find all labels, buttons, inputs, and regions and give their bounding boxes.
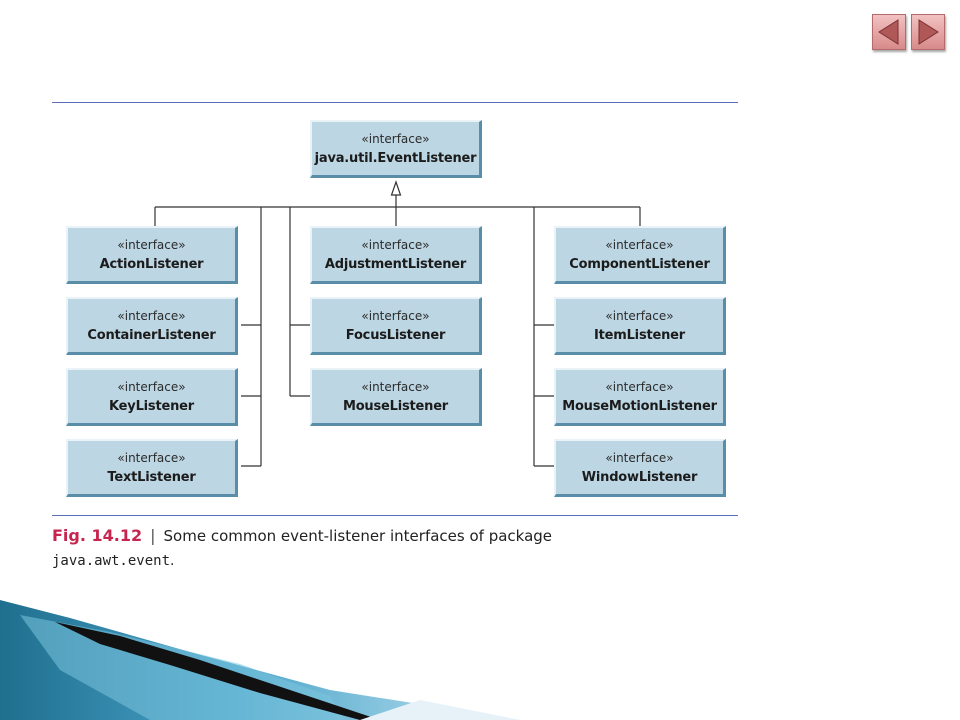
previous-slide-button[interactable] bbox=[872, 14, 906, 50]
caption-period: . bbox=[170, 553, 175, 569]
stereotype-label: «interface» bbox=[605, 238, 674, 252]
decorative-swoosh-graphic bbox=[0, 600, 520, 720]
interface-box-mouselistener: «interface» MouseListener bbox=[310, 368, 482, 426]
interface-box-eventlistener: «interface» java.util.EventListener bbox=[310, 120, 482, 178]
interface-box-actionlistener: «interface» ActionListener bbox=[66, 226, 238, 284]
figure-bottom-rule bbox=[52, 515, 738, 516]
stereotype-label: «interface» bbox=[117, 451, 186, 465]
interface-box-mousemotionlistener: «interface» MouseMotionListener bbox=[554, 368, 726, 426]
triangle-left-icon bbox=[878, 19, 899, 45]
interface-name: ActionListener bbox=[99, 257, 204, 272]
caption-separator: | bbox=[150, 526, 156, 545]
interface-box-containerlistener: «interface» ContainerListener bbox=[66, 297, 238, 355]
interface-box-focuslistener: «interface» FocusListener bbox=[310, 297, 482, 355]
figure-caption: Fig. 14.12 | Some common event-listener in… bbox=[52, 524, 752, 573]
interface-name: ItemListener bbox=[593, 328, 685, 343]
stereotype-label: «interface» bbox=[361, 132, 430, 146]
interface-box-itemlistener: «interface» ItemListener bbox=[554, 297, 726, 355]
stereotype-label: «interface» bbox=[605, 309, 674, 323]
interface-name: java.util.EventListener bbox=[314, 151, 477, 166]
interface-name: WindowListener bbox=[581, 470, 698, 485]
interface-box-adjustmentlistener: «interface» AdjustmentListener bbox=[310, 226, 482, 284]
interface-name: AdjustmentListener bbox=[324, 257, 467, 272]
interface-name: FocusListener bbox=[345, 328, 446, 343]
caption-text: Some common event-listener interfaces of… bbox=[163, 527, 553, 545]
interface-box-componentlistener: «interface» ComponentListener bbox=[554, 226, 726, 284]
stereotype-label: «interface» bbox=[605, 380, 674, 394]
figure-top-rule bbox=[52, 102, 738, 103]
stereotype-label: «interface» bbox=[117, 309, 186, 323]
caption-second-line: java.awt.event. bbox=[52, 548, 752, 573]
stereotype-label: «interface» bbox=[117, 380, 186, 394]
interface-name: KeyListener bbox=[109, 399, 194, 414]
stereotype-label: «interface» bbox=[117, 238, 186, 252]
generalization-arrowhead bbox=[390, 180, 402, 196]
interface-box-keylistener: «interface» KeyListener bbox=[66, 368, 238, 426]
interface-box-textlistener: «interface» TextListener bbox=[66, 439, 238, 497]
interface-box-windowlistener: «interface» WindowListener bbox=[554, 439, 726, 497]
caption-package-name: java.awt.event bbox=[52, 553, 171, 569]
interface-name: MouseMotionListener bbox=[562, 399, 717, 414]
next-slide-button[interactable] bbox=[911, 14, 945, 50]
stereotype-label: «interface» bbox=[361, 238, 430, 252]
interface-name: MouseListener bbox=[342, 399, 449, 414]
figure-label: Fig. 14.12 bbox=[52, 526, 143, 545]
interface-name: TextListener bbox=[107, 470, 196, 485]
interface-name: ContainerListener bbox=[87, 328, 216, 343]
stereotype-label: «interface» bbox=[361, 380, 430, 394]
stereotype-label: «interface» bbox=[361, 309, 430, 323]
stereotype-label: «interface» bbox=[605, 451, 674, 465]
interface-name: ComponentListener bbox=[569, 257, 710, 272]
triangle-right-icon bbox=[918, 19, 939, 45]
